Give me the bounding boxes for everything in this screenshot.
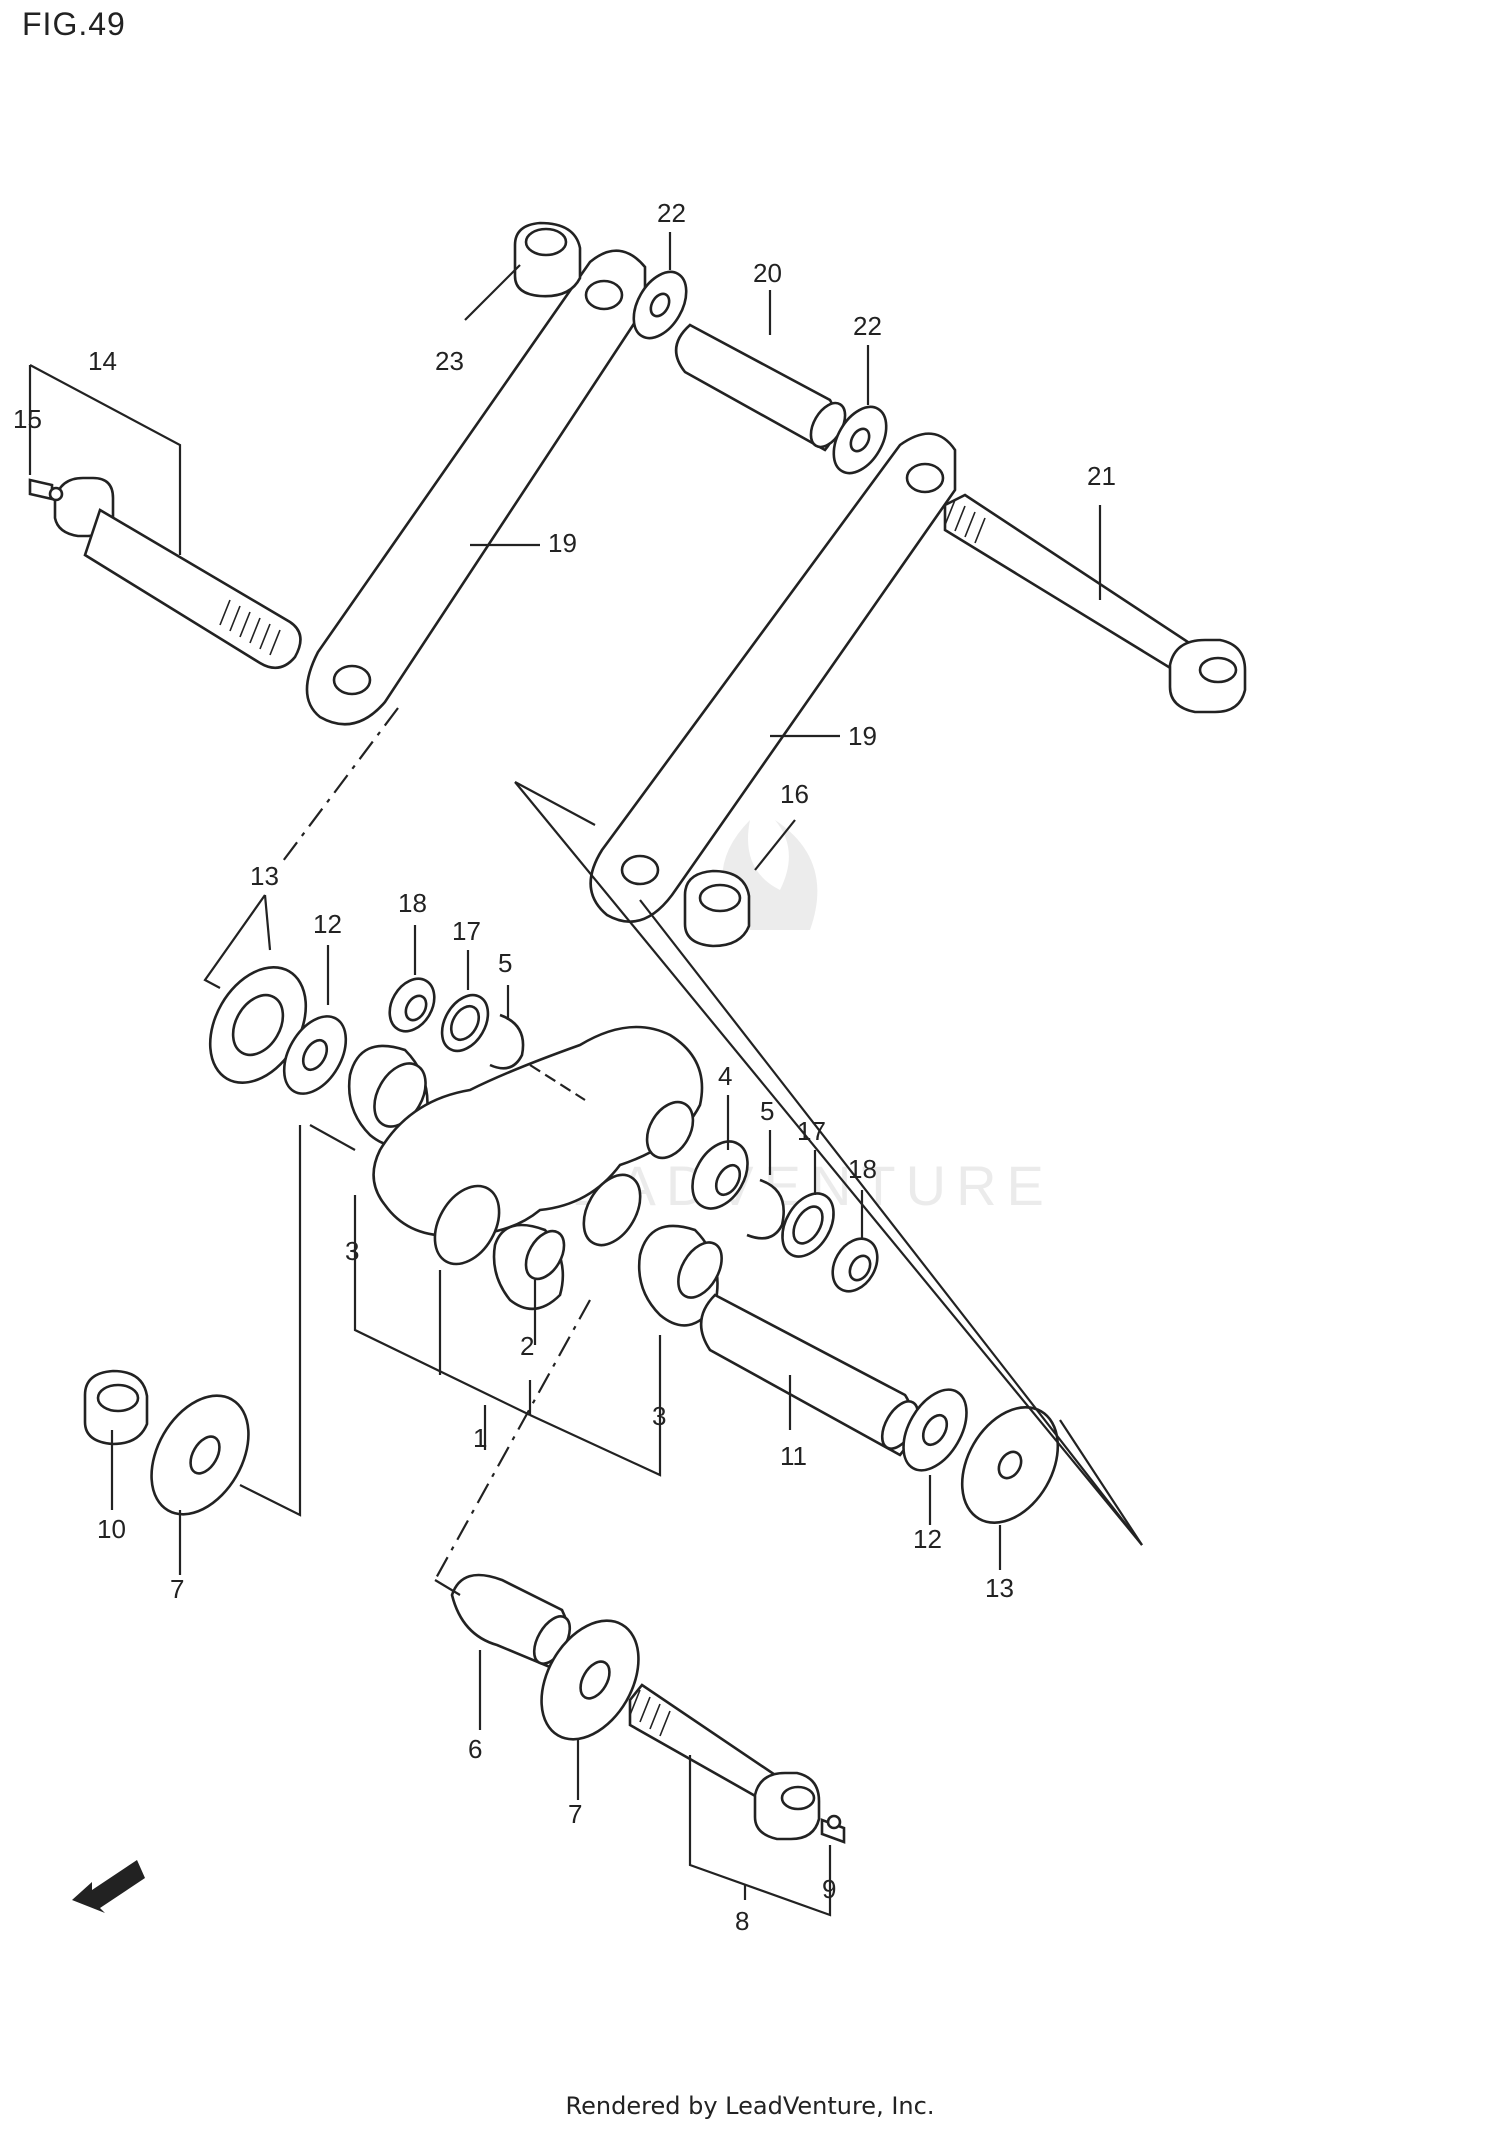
dust-seal-13-left[interactable] (191, 950, 326, 1099)
link-rod-left[interactable] (305, 249, 647, 726)
callout-2: 2 (520, 1331, 534, 1361)
callout-15: 15 (13, 404, 42, 434)
callout-19: 19 (548, 528, 577, 558)
figure-title: FIG.49 (22, 6, 126, 42)
bolt-14[interactable] (53, 476, 302, 670)
washer-7-lower[interactable] (522, 1604, 659, 1757)
bushing-18-left[interactable] (381, 971, 444, 1039)
snap-ring-5-right[interactable] (746, 1178, 785, 1240)
callout-6: 6 (468, 1734, 482, 1764)
callout-16: 16 (780, 779, 809, 809)
callout-19: 19 (848, 721, 877, 751)
callout-1: 1 (473, 1423, 487, 1453)
callout-14: 14 (88, 346, 117, 376)
callout-23: 23 (435, 346, 464, 376)
callout-17: 17 (797, 1116, 826, 1146)
callout-3: 3 (345, 1236, 359, 1266)
callout-20: 20 (753, 258, 782, 288)
callout-12: 12 (313, 909, 342, 939)
bearing-4[interactable] (681, 1132, 759, 1218)
callout-4: 4 (718, 1061, 732, 1091)
footer-credit: Rendered by LeadVenture, Inc. (565, 2092, 935, 2120)
callout-21: 21 (1087, 461, 1116, 491)
bolt-21[interactable] (943, 493, 1247, 714)
leader-lines (28, 232, 1143, 1917)
callout-3: 3 (652, 1401, 666, 1431)
callout-10: 10 (97, 1514, 126, 1544)
grease-nipple-15[interactable] (28, 478, 64, 502)
callout-13: 13 (985, 1573, 1014, 1603)
washer-12-left[interactable] (271, 1006, 358, 1105)
bushing-18-right[interactable] (824, 1231, 887, 1299)
bolt-8[interactable] (628, 1683, 821, 1841)
washer-22-upper[interactable] (623, 263, 697, 347)
link-rod-right[interactable] (589, 432, 957, 923)
washer-7-left[interactable] (132, 1379, 269, 1532)
washer-22-lower[interactable] (823, 398, 897, 482)
bearing-2[interactable] (492, 1223, 572, 1311)
bearing-3-right[interactable] (637, 1224, 730, 1327)
forward-arrow-icon: FWD (72, 1847, 145, 1913)
oil-seal-17-right[interactable] (772, 1185, 844, 1266)
oil-seal-17-left[interactable] (433, 987, 498, 1059)
dust-seal-13-right[interactable] (943, 1390, 1078, 1539)
callout-8: 8 (735, 1906, 749, 1936)
callout-7: 7 (568, 1799, 582, 1829)
callout-18: 18 (398, 888, 427, 918)
callout-12: 12 (913, 1524, 942, 1554)
snap-ring-5-left[interactable] (489, 1013, 525, 1070)
callout-5: 5 (498, 948, 512, 978)
callout-9: 9 (822, 1874, 836, 1904)
nut-16[interactable] (683, 869, 751, 948)
callout-22: 22 (657, 198, 686, 228)
spacer-11[interactable] (699, 1293, 925, 1457)
callout-13: 13 (250, 861, 279, 891)
callout-22: 22 (853, 311, 882, 341)
callout-11: 11 (780, 1441, 807, 1471)
callout-labels: 22 20 22 23 14 15 21 19 19 16 13 18 12 1… (13, 198, 1116, 1936)
washer-12-right[interactable] (890, 1379, 979, 1481)
cap-nut-10[interactable] (83, 1369, 149, 1446)
callout-5: 5 (760, 1096, 774, 1126)
spacer-20[interactable] (674, 323, 852, 453)
grease-nipple-9[interactable] (820, 1814, 846, 1844)
cap-nut-23[interactable] (513, 221, 582, 298)
callout-17: 17 (452, 916, 481, 946)
callout-18: 18 (848, 1154, 877, 1184)
cushion-lever-body[interactable] (372, 1025, 704, 1275)
callout-7: 7 (170, 1574, 184, 1604)
